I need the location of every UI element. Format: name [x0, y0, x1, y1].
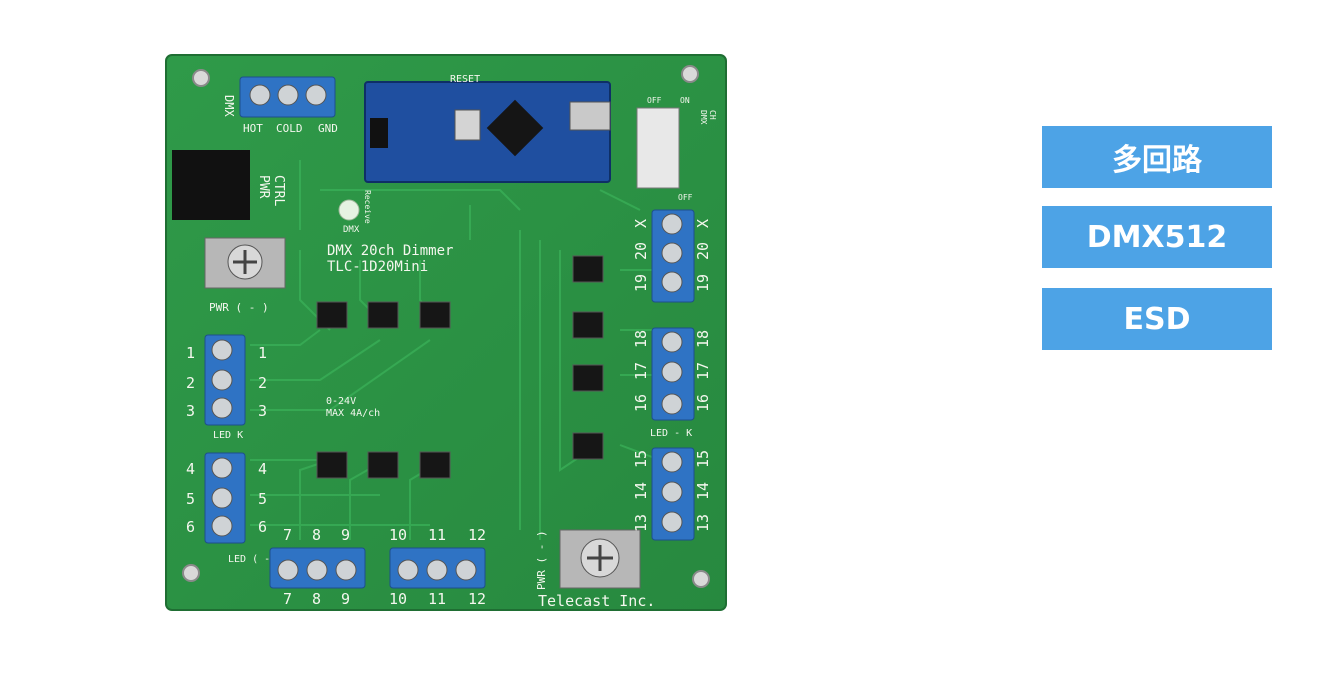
dip-off-bottom: OFF: [678, 193, 693, 202]
ch-1-label-b: 1: [258, 344, 267, 362]
dip-switch: [636, 107, 680, 189]
board-title-1: DMX 20ch Dimmer: [327, 243, 453, 259]
ch-1-label: 1: [186, 344, 195, 362]
ch-17-label: 17: [694, 362, 712, 380]
max-current-label: MAX 4A/ch: [326, 408, 380, 419]
dip-on-label: ON: [680, 96, 690, 105]
ch-12-label-b: 12: [468, 590, 486, 608]
ch-9-label: 9: [341, 526, 350, 544]
ch-17-label-b: 17: [632, 362, 650, 380]
terminal-ch13-15: [651, 447, 695, 541]
board-title-2: TLC-1D20Mini: [327, 259, 428, 275]
ctrl-label: CTRL: [271, 175, 286, 206]
ch-20-label: 20: [694, 242, 712, 260]
led-k-label: LED K: [213, 430, 243, 441]
ch-4-label: 4: [186, 460, 195, 478]
pwr-screw-left: [204, 237, 286, 289]
led-dmx-label: DMX: [343, 225, 360, 235]
ch-11-label-b: 11: [428, 590, 446, 608]
ch-4-label-b: 4: [258, 460, 267, 478]
tag-dmx512: DMX512: [1042, 206, 1272, 268]
voltage-label: 0-24V: [326, 396, 356, 407]
terminal-ch4-6: [204, 452, 246, 544]
mounting-holes: [182, 65, 710, 588]
ch-3-label: 3: [186, 402, 195, 420]
ch-7-label: 7: [283, 526, 292, 544]
pwr-minus-left: PWR ( - ): [209, 301, 269, 314]
ch-18-label-b: 18: [632, 330, 650, 348]
pwr-label: PWR: [256, 175, 271, 199]
ch-6-label-b: 6: [258, 518, 267, 536]
ch-5-label-b: 5: [258, 490, 267, 508]
ch-13-label: 13: [694, 514, 712, 532]
dmx-side-label: DMX: [222, 95, 236, 117]
terminal-ch10-12: [389, 547, 486, 589]
ch-12-label: 12: [468, 526, 486, 544]
ch-18-label: 18: [694, 330, 712, 348]
pwr-screw-right: [559, 529, 641, 589]
terminal-ch7-9: [269, 547, 366, 589]
ch-14-label: 14: [694, 482, 712, 500]
ch-16-label: 16: [694, 394, 712, 412]
led-k-right-label: LED - K: [650, 428, 692, 439]
ch-6-label: 6: [186, 518, 195, 536]
ch-2-label: 2: [186, 374, 195, 392]
ch-x-label-b: X: [632, 219, 650, 228]
terminal-ch19-20-x: [651, 209, 695, 303]
dip-ch-label: CH: [708, 110, 717, 120]
ch-15-label: 15: [694, 450, 712, 468]
ch-16-label-b: 16: [632, 394, 650, 412]
ch-11-label: 11: [428, 526, 446, 544]
ch-5-label: 5: [186, 490, 195, 508]
arduino-nano-module: [364, 81, 611, 183]
cold-label: COLD: [276, 122, 303, 135]
tag-esd: ESD: [1042, 288, 1272, 350]
hot-label: HOT: [243, 122, 263, 135]
ch-15-label-b: 15: [632, 450, 650, 468]
pwr-minus-right: PWR ( - ): [535, 530, 548, 590]
ch-19-label-b: 19: [632, 274, 650, 292]
ch-10-label: 10: [389, 526, 407, 544]
receive-label: Receive: [363, 190, 372, 224]
terminal-ch16-18: [651, 327, 695, 421]
ch-8-label-b: 8: [312, 590, 321, 608]
ch-19-label: 19: [694, 274, 712, 292]
dmx-terminal: [239, 76, 336, 118]
maker-label: Telecast Inc.: [538, 592, 655, 610]
gnd-label: GND: [318, 122, 338, 135]
ch-14-label-b: 14: [632, 482, 650, 500]
ch-10-label-b: 10: [389, 590, 407, 608]
receive-led: [338, 199, 360, 221]
ch-x-label: X: [694, 219, 712, 228]
tag-multi-circuit: 多回路: [1042, 126, 1272, 188]
mosfet-chips: [316, 255, 604, 479]
ch-13-label-b: 13: [632, 514, 650, 532]
ch-8-label: 8: [312, 526, 321, 544]
pcb-board: [165, 54, 727, 611]
ch-20-label-b: 20: [632, 242, 650, 260]
ch-9-label-b: 9: [341, 590, 350, 608]
dc-power-jack: [172, 150, 250, 220]
ch-3-label-b: 3: [258, 402, 267, 420]
reset-label: RESET: [450, 74, 480, 85]
terminal-ch1-3: [204, 334, 246, 426]
dip-dmx-label: DMX: [699, 110, 708, 125]
ch-2-label-b: 2: [258, 374, 267, 392]
ch-7-label-b: 7: [283, 590, 292, 608]
led-minus-label: LED ( - ): [228, 554, 282, 565]
dip-off-top: OFF: [647, 96, 662, 105]
